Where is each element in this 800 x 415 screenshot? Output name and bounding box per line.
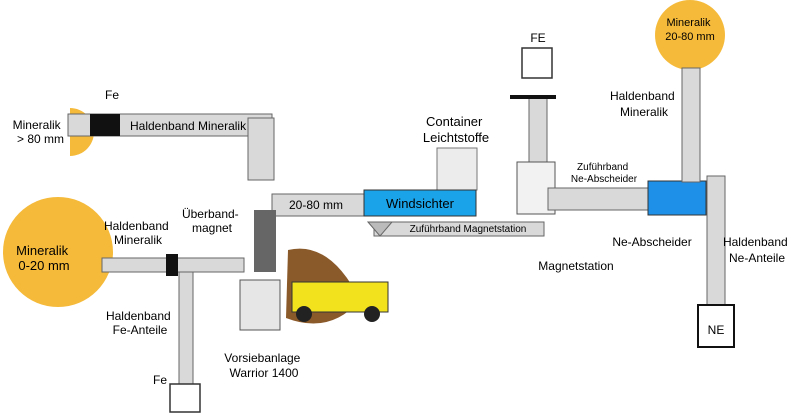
- label-zufuehrband-magnetstation: Zuführband Magnetstation: [410, 224, 527, 235]
- label-zufuehrband-ne-line2: Ne-Abscheider: [571, 174, 638, 185]
- label-ueberbandmagnet: Überband- magnet: [182, 207, 242, 235]
- label-container-line2: Leichtstoffe: [423, 130, 489, 145]
- label-mineralik-0-20: Mineralik 0-20 mm: [16, 243, 72, 273]
- label-haldenband-mineralik-left-line1: Haldenband: [104, 219, 169, 233]
- container-leichtstoffe-box: [436, 147, 478, 191]
- ne-box: [697, 304, 735, 348]
- label-haldenband-ne: Haldenband Ne-Anteile: [723, 235, 791, 265]
- pile-mineralik-0-20: [3, 197, 113, 307]
- label-haldenband-fe-line1: Haldenband: [106, 309, 171, 323]
- label-ueberbandmagnet-line2: magnet: [192, 221, 233, 235]
- haldenband-mineralik-right-belt: [681, 67, 701, 183]
- pile-mineralik-20-80: [655, 0, 725, 70]
- vorsiebanlage-warrior-1400: [239, 279, 281, 331]
- windsichter-unit: [363, 189, 477, 217]
- sieve-outlet-conveyor: [247, 117, 275, 181]
- label-mineralik-20-80-line1: Mineralik: [666, 17, 711, 29]
- label-mineralik-20-80: Mineralik 20-80 mm: [665, 17, 715, 43]
- label-haldenband-ne-line2: Ne-Anteile: [729, 251, 785, 265]
- label-vorsiebanlage: Vorsiebanlage Warrior 1400: [224, 351, 303, 380]
- label-fe-top-right: FE: [530, 31, 545, 45]
- label-mineralik-80-line2: > 80 mm: [17, 132, 64, 146]
- label-mineralik-0-20-line2: 0-20 mm: [18, 258, 69, 273]
- label-windsichter: Windsichter: [386, 196, 455, 211]
- fe-magnet-drum-top: [90, 114, 120, 136]
- label-haldenband-mineralik-right-line1: Haldenband: [610, 89, 675, 103]
- label-haldenband-mineralik-right-line2: Mineralik: [620, 105, 669, 119]
- label-haldenband-mineralik-left: Haldenband Mineralik: [104, 219, 172, 247]
- label-container-line1: Container: [426, 114, 483, 129]
- label-ne-abscheider: Ne-Abscheider: [612, 235, 691, 249]
- label-mineralik-0-20-line1: Mineralik: [16, 243, 69, 258]
- label-haldenband-fe-line2: Fe-Anteile: [113, 323, 168, 337]
- label-magnetstation: Magnetstation: [538, 259, 613, 273]
- label-mineralik-20-80-line2: 20-80 mm: [665, 31, 715, 43]
- label-container: Container Leichtstoffe: [423, 114, 489, 145]
- label-fe-bottom: Fe: [153, 373, 167, 387]
- label-mineralik-80: Mineralik > 80 mm: [13, 118, 64, 146]
- haldenband-fe-belt: [178, 271, 194, 393]
- fe-bottom-bin: [169, 383, 201, 413]
- label-haldenband-fe: Haldenband Fe-Anteile: [106, 309, 174, 337]
- label-vorsiebanlage-line1: Vorsiebanlage: [224, 351, 300, 365]
- hopper-shape: [366, 221, 394, 237]
- label-zufuehrband-ne-line1: Zuführband: [577, 162, 628, 173]
- fe-top-right-bin: [521, 47, 553, 79]
- label-haldenband-mineralik-right: Haldenband Mineralik: [610, 89, 678, 119]
- label-ne-box: NE: [708, 323, 725, 337]
- vorsiebanlage-screen: [254, 210, 276, 272]
- loader-wheel-2: [364, 306, 380, 322]
- label-band-20-80: 20-80 mm: [289, 198, 343, 212]
- zufuehrband-ne-abscheider-belt: [547, 187, 649, 211]
- label-haldenband-ne-line1: Haldenband: [723, 235, 788, 249]
- fe-top-right-bar: [510, 95, 556, 99]
- label-zufuehrband-ne: Zuführband Ne-Abscheider: [571, 162, 638, 185]
- label-vorsiebanlage-line2: Warrior 1400: [230, 366, 299, 380]
- ne-abscheider-unit: [647, 180, 707, 216]
- label-haldenband-mineralik-left-line2: Mineralik: [114, 233, 163, 247]
- label-mineralik-80-line1: Mineralik: [13, 118, 62, 132]
- label-haldenband-mineralik-top: Haldenband Mineralik: [130, 119, 247, 133]
- loader-wheel-1: [296, 306, 312, 322]
- label-fe-top-left: Fe: [105, 88, 119, 102]
- label-ueberbandmagnet-line1: Überband-: [182, 207, 239, 221]
- ueberbandmagnet-box: [166, 254, 178, 276]
